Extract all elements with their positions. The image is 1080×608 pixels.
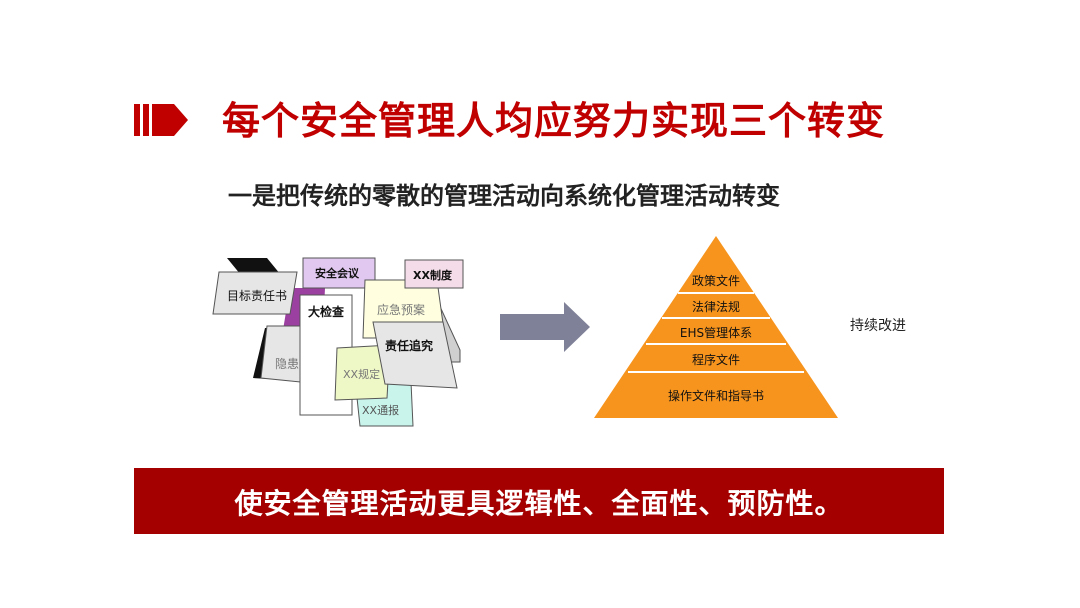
card-notice-label: XX通报: [362, 403, 399, 417]
continuous-improvement-label: 持续改进: [850, 318, 906, 334]
card-meeting-label: 安全会议: [315, 266, 360, 280]
management-system-pyramid: 政策文件 法律法规 EHS管理体系 程序文件 操作文件和指导书: [594, 236, 838, 418]
scattered-activities-diagram: 隐患整改 大检查 安全会议 目标责任书 应急预案 XX制度 XX通报 XX规定 …: [212, 257, 464, 427]
card-regulation: [334, 344, 391, 401]
card-emergency-label: 应急预案: [377, 302, 425, 317]
card-meeting: [302, 257, 376, 289]
transition-arrow-icon: [500, 302, 590, 352]
page-title: 每个安全管理人均应努力实现三个转变: [222, 99, 886, 143]
page-subtitle: 一是把传统的零散的管理活动向系统化管理活动转变: [228, 182, 780, 210]
card-target: [212, 271, 298, 315]
conclusion-text: 使安全管理活动更具逻辑性、全面性、预防性。: [234, 487, 844, 520]
card-system-label: XX制度: [413, 268, 453, 282]
card-accountability-label: 责任追究: [385, 338, 433, 353]
card-accountability: [372, 321, 458, 389]
pyramid-level-3: EHS管理体系: [680, 325, 752, 340]
card-regulation-label: XX规定: [343, 367, 380, 381]
card-target-label: 目标责任书: [227, 289, 287, 303]
pyramid-level-5: 操作文件和指导书: [668, 388, 764, 403]
pyramid-level-1: 政策文件: [692, 273, 740, 288]
pyramid-level-4: 程序文件: [692, 352, 740, 367]
conclusion-banner: 使安全管理活动更具逻辑性、全面性、预防性。: [134, 468, 944, 534]
pyramid-level-2: 法律法规: [692, 299, 740, 314]
card-inspection-label: 大检查: [308, 304, 345, 319]
card-system: [404, 259, 464, 289]
title-marker-icon: [134, 104, 188, 136]
